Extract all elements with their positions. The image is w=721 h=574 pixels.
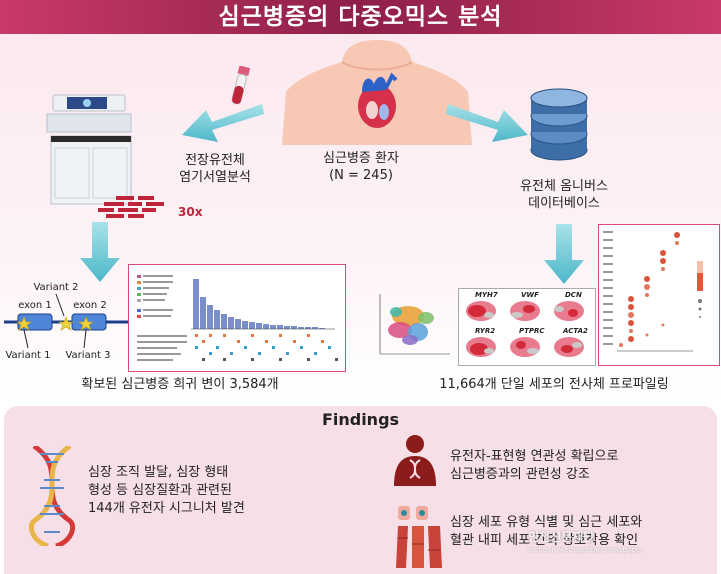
arrow-down-left-icon [80, 222, 120, 282]
chart-matrix [137, 334, 338, 361]
gene-label-1: MYH7 [475, 291, 498, 299]
umap-cluster-plot [379, 294, 450, 355]
blood-tube-icon [231, 66, 251, 105]
finding-2: 유전자-표현형 연관성 확립으로 심근병증과의 관련성 강조 [450, 448, 710, 484]
person-dna-icon [394, 435, 436, 486]
geo-label: 유전체 옴니버스 데이터베이스 [494, 178, 634, 212]
arrow-down-right-icon [544, 224, 584, 284]
variant3-star-icon [78, 316, 94, 331]
patient-label-text: 심근병증 환자 [323, 151, 399, 166]
heart-icon [358, 72, 398, 128]
finding-2-line1: 유전자-표현형 연관성 확립으로 [450, 449, 619, 464]
gene-feature-plots: MYH7 VWF DCN RYR2 PTPRC ACTA2 [458, 288, 596, 366]
variant-result-text: 확보된 심근병증 희귀 변이 3,584개 [81, 377, 279, 392]
finding-3: 심장 세포 유형 식별 및 심근 세포와 혈관 내피 세포 간의 상호작용 확인 [450, 514, 712, 550]
title-bar [0, 0, 721, 34]
page-title: 심근병증의 다중오믹스 분석 [218, 4, 503, 30]
finding-1-line1: 심장 조직 발달, 심장 형태 [88, 465, 229, 480]
patient-label: 심근병증 환자 (N = 245) [296, 150, 426, 184]
finding-3-line1: 심장 세포 유형 식별 및 심근 세포와 [450, 515, 643, 530]
gene-label-5: PTPRC [519, 327, 545, 335]
heart-cells-icon [396, 506, 442, 568]
transcriptome-result-text: 11,664개 단일 세포의 전사체 프로파일링 [439, 377, 669, 392]
variant1-star-icon [16, 316, 32, 331]
variant3-label: Variant 3 [65, 350, 110, 361]
variant2-label: Variant 2 [33, 282, 78, 293]
chart-bars [193, 279, 325, 329]
variant2-star-icon [58, 316, 74, 331]
dot-plot [598, 224, 720, 366]
arrow-right-icon [446, 104, 528, 142]
geo-label-line1: 유전체 옴니버스 [520, 179, 608, 194]
wgs-label-line2: 염기서열분석 [179, 170, 251, 185]
finding-1-line2: 형성 등 심장질환과 관련된 [88, 483, 232, 498]
variant-frequency-chart [128, 264, 346, 372]
gene-label-2: VWF [521, 291, 539, 299]
findings-panel [4, 406, 717, 574]
exon1-label: exon 1 [18, 300, 52, 311]
dot-plot-row-labels [603, 231, 613, 345]
wgs-label: 전장유전체 염기서열분석 [150, 152, 280, 186]
patient-torso-icon [282, 40, 472, 145]
variant-diagram: exon 1 exon 2 Variant 2 Variant 1 Varian… [4, 282, 128, 361]
arrow-left-icon [182, 104, 264, 142]
sequencer-machine-icon [46, 94, 132, 205]
wgs-label-line1: 전장유전체 [185, 153, 245, 168]
gene-label-4: RYR2 [475, 327, 496, 335]
finding-3-line2: 혈관 내피 세포 간의 상호작용 확인 [450, 533, 639, 548]
variant1-label: Variant 1 [5, 350, 50, 361]
watermark-main: 인천신문재단 [528, 530, 595, 544]
geo-label-line2: 데이터베이스 [528, 196, 600, 211]
coverage-label: 30x [178, 205, 203, 219]
watermark-sub: Incheon Metropolitan newspaper [528, 546, 643, 554]
finding-1: 심장 조직 발달, 심장 형태 형성 등 심장질환과 관련된 144개 유전자 … [88, 464, 298, 518]
exon2-label: exon 2 [73, 300, 107, 311]
findings-title: Findings [321, 410, 400, 429]
chart-legend [137, 275, 173, 318]
gene-label-6: ACTA2 [563, 327, 588, 335]
watermark: 인천신문재단 Incheon Metropolitan newspaper [528, 528, 718, 554]
dna-icon [28, 446, 76, 546]
finding-2-line2: 심근병증과의 관련성 강조 [450, 467, 590, 482]
database-icon [530, 88, 588, 161]
gene-label-3: DCN [565, 291, 582, 299]
finding-1-line3: 144개 유전자 시그니처 발견 [88, 501, 245, 516]
patient-count: (N = 245) [329, 168, 393, 183]
sequencing-reads-icon [98, 196, 164, 218]
